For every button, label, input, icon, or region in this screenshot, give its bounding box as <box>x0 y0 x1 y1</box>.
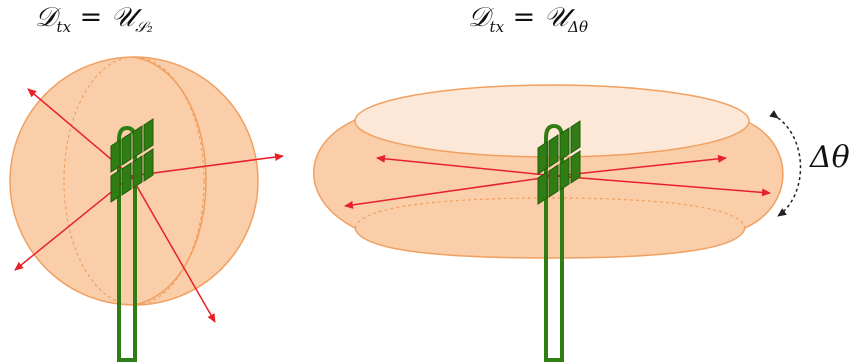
ray-arrow-icon <box>376 154 557 177</box>
angle-arrow-icon <box>769 110 802 217</box>
torus-region <box>313 84 784 259</box>
sphere-front-meridian <box>133 56 207 306</box>
ray-arrow-icon <box>555 154 727 177</box>
angle-label: Δθ <box>810 140 850 175</box>
ray-arrows-right <box>344 154 771 209</box>
left-panel-title: 𝒟tx = 𝒰𝒮₂ <box>35 2 153 36</box>
right-panel-title: 𝒟tx = 𝒰Δθ <box>468 2 589 36</box>
ray-arrow-icon <box>130 175 216 323</box>
ray-arrow-icon <box>130 153 284 177</box>
ray-arrow-icon <box>344 175 557 209</box>
antenna-array-icon <box>537 120 581 205</box>
ray-arrow-icon <box>555 175 771 197</box>
antenna-array-icon <box>110 118 154 203</box>
sphere-back-meridian <box>63 56 205 306</box>
